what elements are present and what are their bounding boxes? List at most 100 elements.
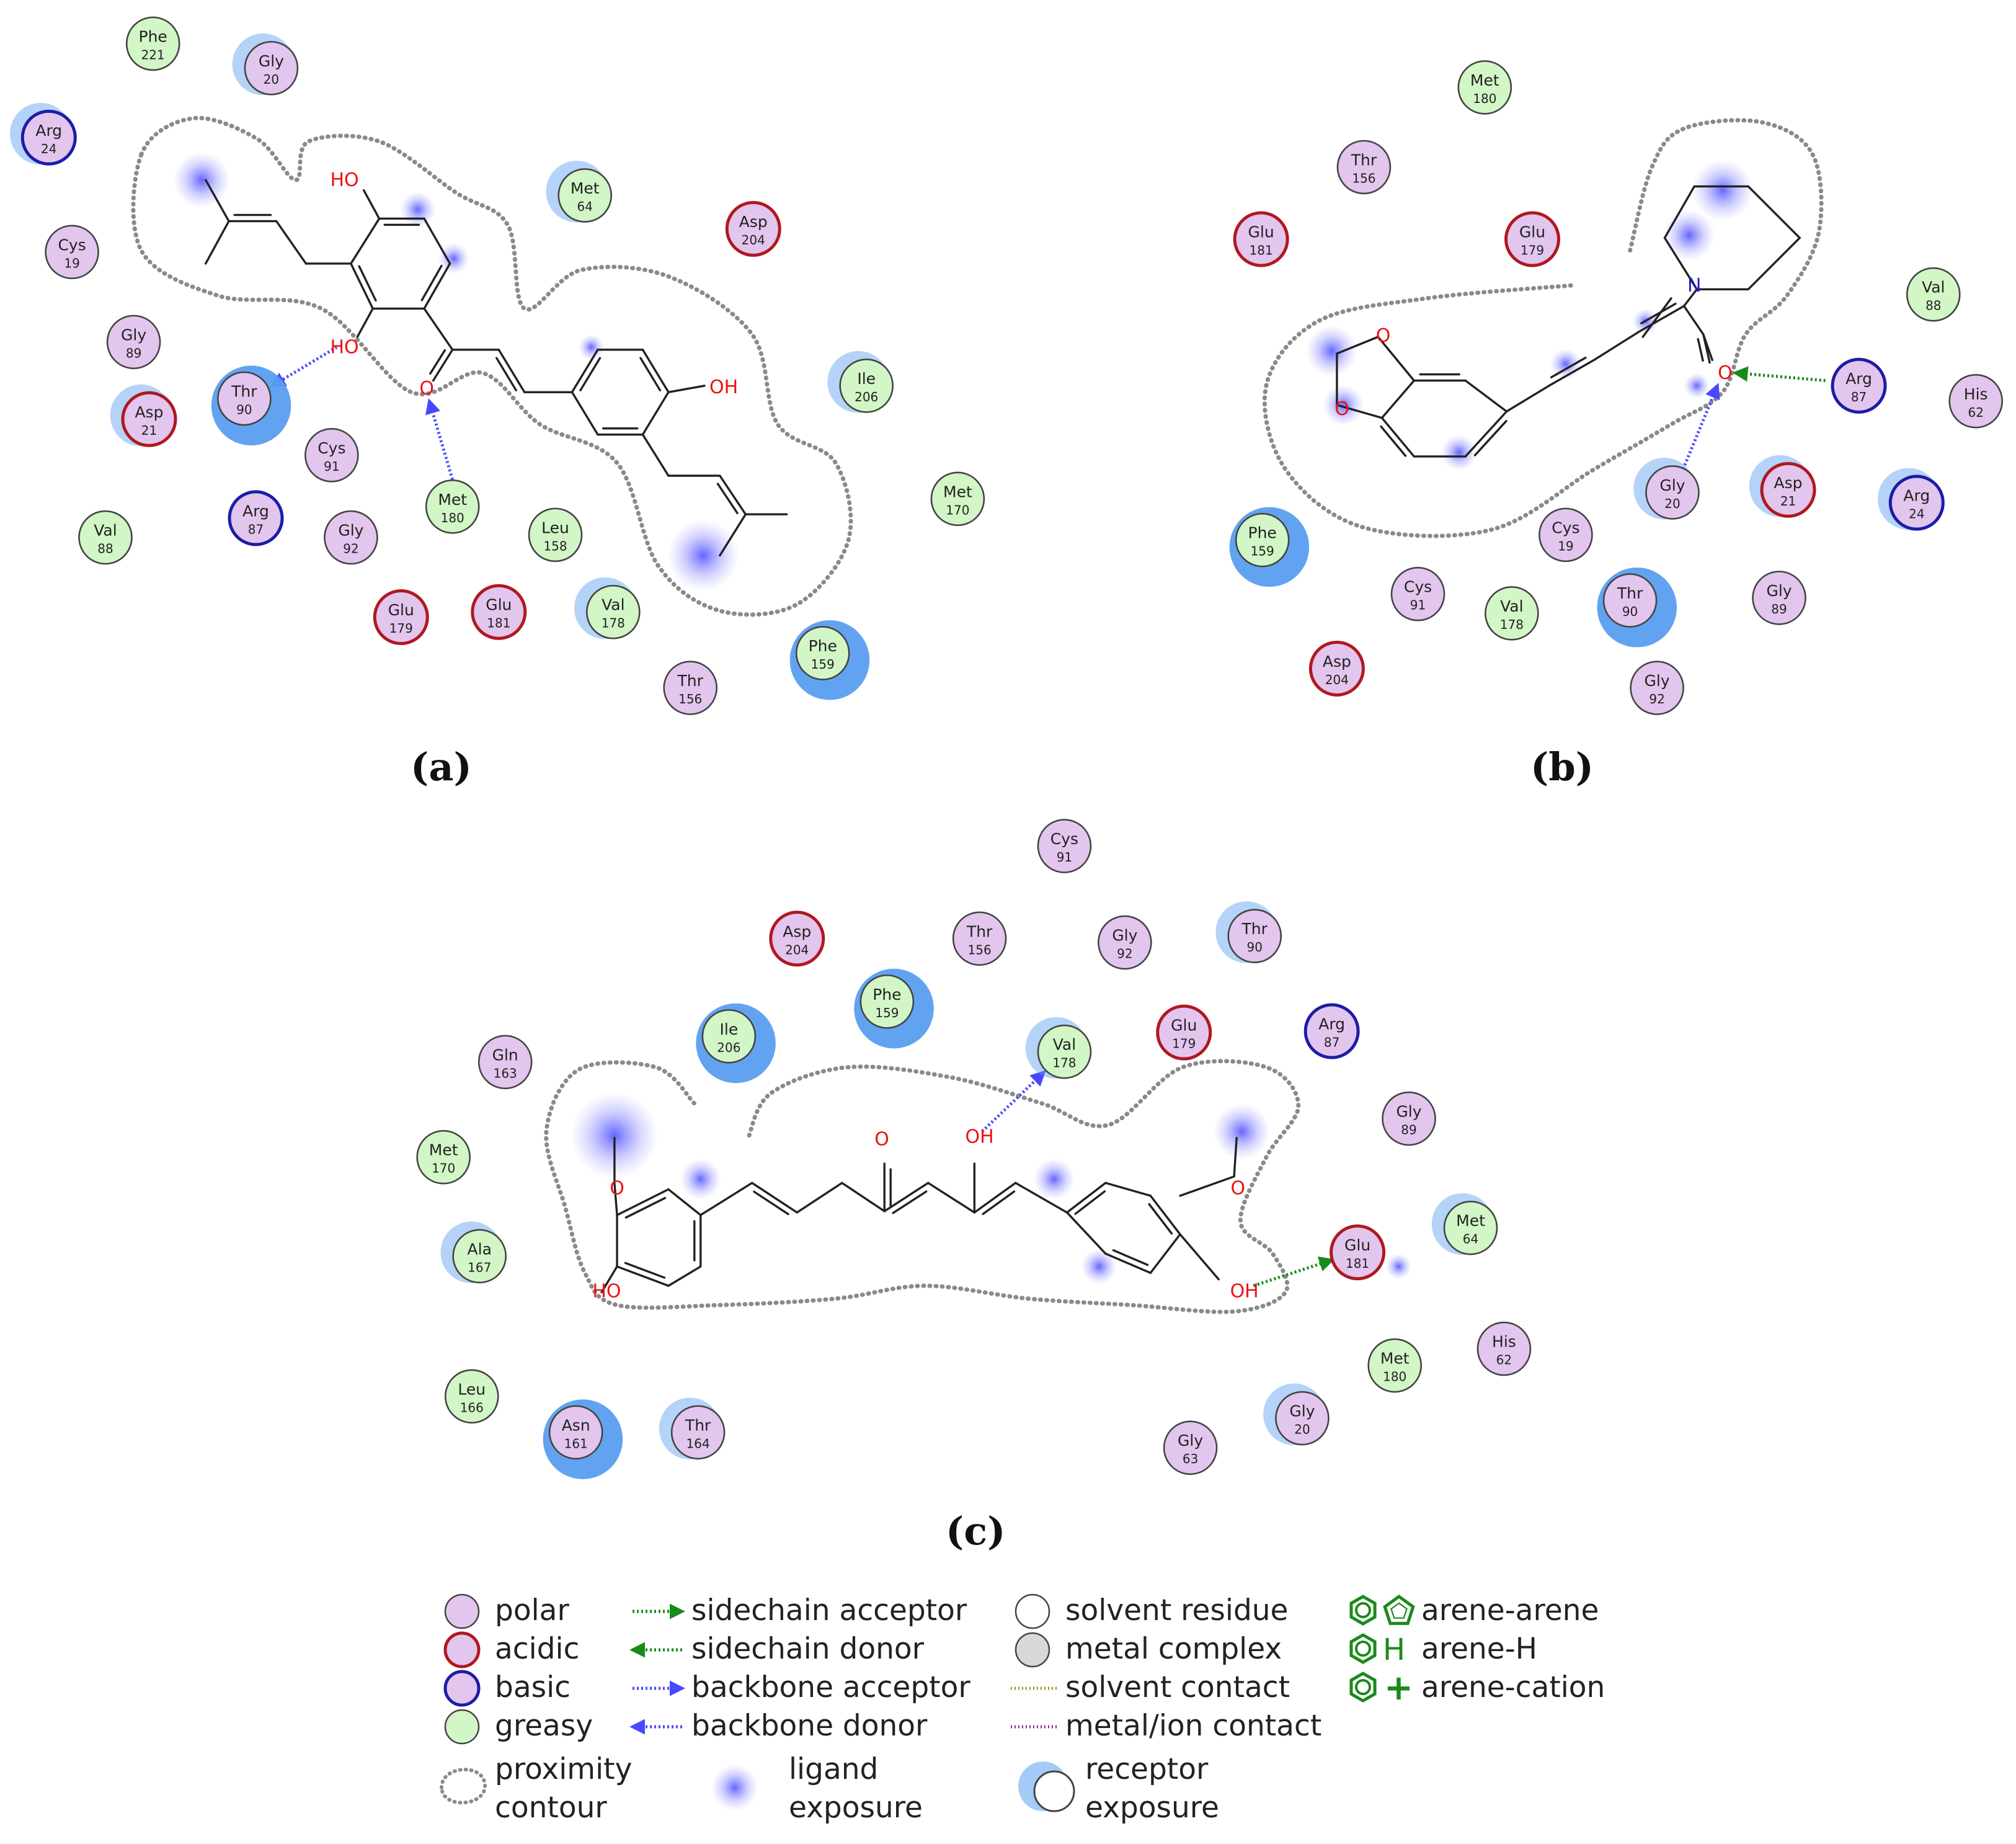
backbone-hbond-arrow bbox=[1680, 383, 1720, 474]
ligand-bond bbox=[571, 349, 599, 393]
ligand-double-bond bbox=[1074, 1190, 1106, 1215]
ligand-bond bbox=[1682, 305, 1705, 336]
ligand-bond bbox=[796, 1182, 843, 1214]
residue-number: 89 bbox=[126, 345, 141, 360]
ligand-bond bbox=[356, 307, 374, 338]
ligand-bond bbox=[751, 1182, 798, 1214]
legend-receptor-exposure: exposure bbox=[1085, 1791, 1219, 1825]
residue-number: 170 bbox=[432, 1161, 455, 1176]
ligand-double-bond bbox=[420, 265, 443, 301]
residue-name: Met bbox=[943, 483, 972, 501]
residue-name: Phe bbox=[139, 27, 167, 45]
residue-number: 21 bbox=[141, 423, 157, 438]
residue-number: 92 bbox=[343, 541, 358, 556]
ligand-bond bbox=[616, 1188, 670, 1216]
ligand-bond bbox=[667, 1188, 702, 1216]
residue-name: Thr bbox=[966, 922, 993, 940]
residue-name: Asn bbox=[562, 1416, 590, 1434]
residue-name: Gly bbox=[1178, 1432, 1203, 1450]
ligand-bond bbox=[600, 1265, 618, 1294]
residue-name: Arg bbox=[1845, 370, 1872, 388]
residue-name: Leu bbox=[458, 1380, 486, 1398]
ligand-bond bbox=[1592, 331, 1640, 362]
residue-disc bbox=[471, 584, 527, 640]
residue-disc bbox=[1098, 915, 1152, 970]
residue-name: Asp bbox=[1323, 653, 1351, 670]
residue-number: 179 bbox=[1172, 1036, 1196, 1051]
residue-name: Gly bbox=[121, 326, 146, 344]
legend-solvent-contact: solvent contact bbox=[1065, 1670, 1290, 1704]
residue-disc bbox=[1457, 60, 1512, 115]
residue-name: Val bbox=[1922, 278, 1945, 296]
ligand-bond bbox=[1663, 185, 1695, 239]
ligand-double-bond bbox=[1640, 302, 1677, 324]
ligand-bond bbox=[432, 349, 454, 382]
residue-name: Ile bbox=[857, 370, 876, 388]
residue-disc bbox=[795, 626, 850, 680]
legend-basic: basic bbox=[495, 1670, 571, 1704]
ligand-bond bbox=[1380, 417, 1416, 458]
ligand-bond bbox=[497, 349, 526, 393]
ligand-double-bond bbox=[639, 357, 662, 391]
ligand-double-bond bbox=[1112, 1249, 1149, 1267]
atom-label-n: N bbox=[1687, 275, 1701, 296]
residue-disc bbox=[859, 974, 915, 1029]
residue-number: 206 bbox=[855, 390, 878, 404]
panel-label-c: (c) bbox=[946, 1508, 1006, 1554]
residue-name: Asp bbox=[1774, 474, 1803, 492]
legend-arene-cation: arene-cation bbox=[1421, 1670, 1605, 1704]
residue-disc bbox=[1163, 1420, 1218, 1475]
legend-receptor: receptor bbox=[1085, 1752, 1209, 1786]
legend-metal-complex-swatch bbox=[1015, 1632, 1050, 1668]
atom-label-ho: HO bbox=[330, 337, 358, 359]
legend-solvent-residue-swatch bbox=[1015, 1593, 1050, 1629]
residue-number: 181 bbox=[487, 616, 510, 631]
ligand-bond bbox=[1336, 336, 1379, 355]
residue-number: 20 bbox=[264, 72, 279, 87]
ligand-bond bbox=[1682, 288, 1699, 308]
residue-name: Met bbox=[1380, 1350, 1410, 1368]
residue-number: 24 bbox=[1909, 507, 1924, 522]
legend-ligand-exposure-swatch bbox=[711, 1764, 758, 1811]
ligand-double-bond bbox=[982, 1190, 1016, 1215]
ligand-bond bbox=[667, 385, 706, 393]
residue-number: 19 bbox=[1558, 538, 1573, 553]
legend-arene-h-icon bbox=[1349, 1633, 1377, 1664]
ligand-exposure-blob bbox=[578, 334, 605, 360]
residue-ile-206: Ile 206 bbox=[827, 350, 894, 413]
residue-disc bbox=[452, 1229, 507, 1284]
residue-name: Ile bbox=[720, 1020, 739, 1038]
residue-disc bbox=[228, 490, 284, 546]
residue-number: 179 bbox=[1521, 243, 1544, 258]
residue-name: Met bbox=[571, 179, 600, 197]
residue-disc bbox=[416, 1129, 471, 1185]
residue-number: 89 bbox=[1401, 1123, 1416, 1138]
residue-disc bbox=[1645, 465, 1700, 520]
residue-number: 161 bbox=[564, 1436, 588, 1451]
ligand-double-bond bbox=[716, 483, 739, 514]
atom-label-oh: OH bbox=[966, 1126, 994, 1148]
backbone-hbond-arrow bbox=[981, 1070, 1046, 1133]
legend-arene-icon-2 bbox=[1383, 1594, 1415, 1625]
residue-number: 19 bbox=[64, 256, 79, 270]
ligand-bond bbox=[571, 391, 599, 436]
